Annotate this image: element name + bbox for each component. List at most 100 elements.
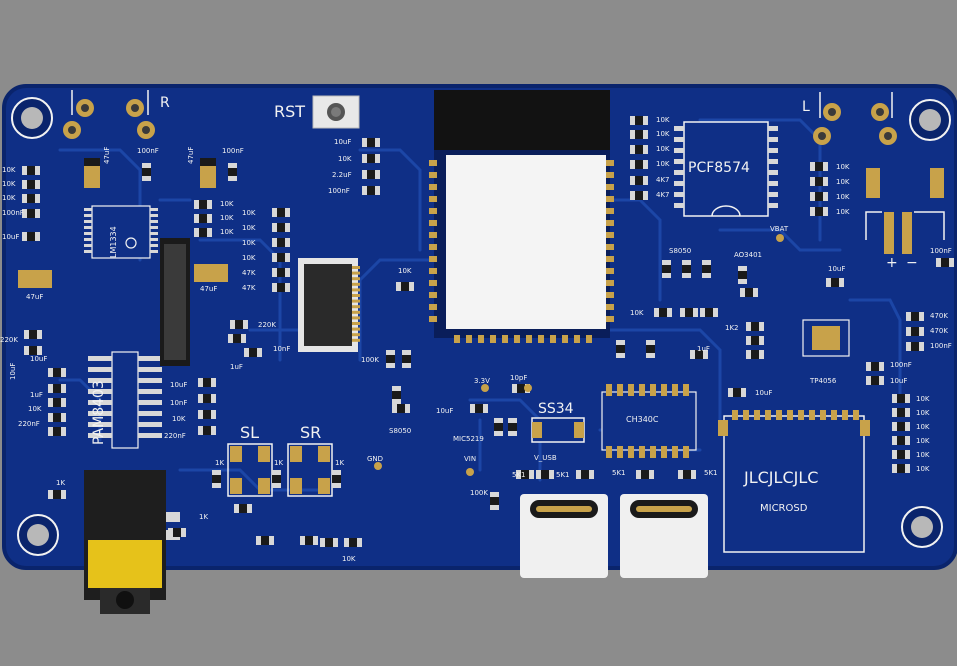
value-c-10nf: 10nF [273,345,291,353]
smd-body [48,368,66,377]
microsd-pin [754,410,760,420]
value-ar-2: 10K [172,415,186,423]
smd-pad [630,176,635,185]
smd-body [936,258,954,267]
smd-pad [272,470,281,475]
smd-pad [728,388,733,397]
smd-pad [244,348,249,357]
pcf8574-pin [674,192,684,197]
pcf8574-pin [768,137,778,142]
smd-pad [810,162,815,171]
smd-body [22,180,40,189]
value-rb-3: 10K [916,437,930,445]
smd-pad [198,378,203,387]
smd-pad [906,327,911,336]
microsd-pin [842,410,848,420]
smd-body [272,283,290,292]
smd-pad [228,176,237,181]
smd-pad [285,208,290,217]
smd-pad [616,340,625,345]
smd-pad [654,308,659,317]
value-pcf-right-3: 10K [836,208,850,216]
smd-body [22,232,40,241]
smd-pad [810,192,815,201]
smd-pad [905,450,910,459]
pam8403-chip [111,351,139,449]
value-c-10uf-r: 10uF [890,377,908,385]
esp32-pads [429,160,614,343]
smd-pad [643,130,648,139]
smd-body [512,384,530,393]
smd-body [256,536,274,545]
esp32-pad [538,335,544,343]
esp32-pad [574,335,580,343]
smd-pad [332,470,341,475]
smd-body [740,288,758,297]
smd-body [866,376,884,385]
microsd-pins [718,410,870,436]
smd-pad [630,145,635,154]
smd-body [746,350,764,359]
value-rb-2: 10K [916,423,930,431]
smd-pad [892,450,897,459]
smd-pad [22,166,27,175]
fpc-pin [352,294,360,297]
esp32-pad [606,160,614,166]
smd-pad [272,283,277,292]
esp32-pad [429,292,437,298]
smd-pad [529,470,534,479]
smd-body [906,312,924,321]
smd-pad [823,162,828,171]
smd-pad [738,266,747,271]
smd-body [392,386,401,404]
lm1334-chip [91,205,151,259]
smd-pad [313,536,318,545]
smd-pad [61,490,66,499]
smd-body [198,378,216,387]
smd-body [866,362,884,371]
value-ml-1: 10K [220,214,234,222]
tp4056-chip [802,319,850,357]
value-mc-1: 10K [242,224,256,232]
smd-pad [906,342,911,351]
esp32-pad [429,268,437,274]
pcf8574-pins [674,126,778,208]
fpc-pin [352,277,360,281]
lm1334-pin [84,220,92,223]
value-r-5k1-a: 5K1 [512,471,526,479]
smd-pad [362,154,367,163]
smd-body [194,200,212,209]
pam8403-pin [88,433,112,438]
esp32-pad [606,220,614,226]
smd-pad [636,470,641,479]
smd-pad [905,422,910,431]
pcf8574-chip [683,121,769,217]
smd-body [746,336,764,345]
esp32-pad [429,256,437,262]
value-r-220k-b: 220K [258,321,276,329]
pcf8574-pin [674,159,684,164]
label-s8050-b: S8050 [389,427,412,435]
smd-pad [22,180,27,189]
smd-pad [375,186,380,195]
smd-pad [61,398,66,407]
esp32-pad [502,335,508,343]
value-center-2: 2.2uF [332,171,352,179]
smd-pad [741,388,746,397]
value-al-0: 10uF [30,355,48,363]
label-ss34: SS34 [538,401,574,417]
smd-pad [810,177,815,186]
smd-pad [300,536,305,545]
display-connector [160,238,190,366]
pam8403-pin [88,367,112,372]
smd-pad [320,538,325,547]
pam8403-pin [88,389,112,394]
value-r-1k2: 1K2 [725,324,739,332]
smd-pad [549,470,554,479]
pcf8574-pin [768,170,778,175]
value-r-10k-bt: 10K [342,555,356,563]
microsd-pin [743,410,749,420]
smd-pad [516,470,521,479]
smd-body [516,470,534,479]
